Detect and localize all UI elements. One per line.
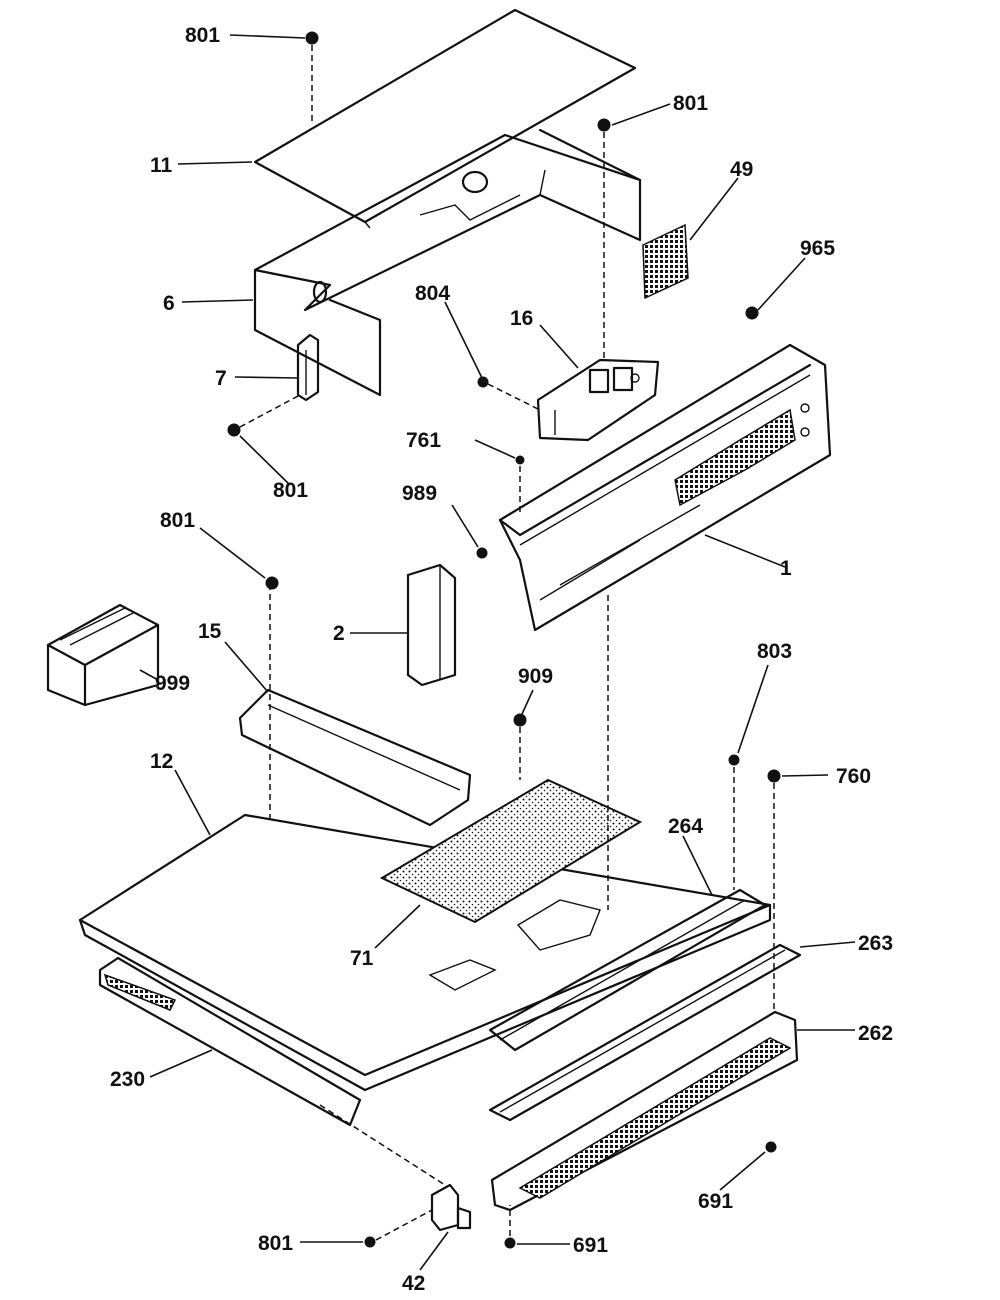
callout-42: 42 bbox=[402, 1272, 425, 1295]
callout-691-right: 691 bbox=[698, 1190, 733, 1213]
callout-2: 2 bbox=[333, 622, 345, 645]
callout-1: 1 bbox=[780, 557, 792, 580]
callout-803: 803 bbox=[757, 640, 792, 663]
callout-801-upper-right: 801 bbox=[673, 92, 708, 115]
screw-761 bbox=[515, 455, 525, 465]
base-tray-part-12 bbox=[78, 585, 772, 1092]
callout-6: 6 bbox=[163, 292, 175, 315]
callout-989: 989 bbox=[402, 482, 437, 505]
screw-965 bbox=[745, 306, 759, 320]
screw-803 bbox=[728, 754, 740, 766]
control-panel-part-1 bbox=[498, 343, 832, 632]
callout-263: 263 bbox=[858, 932, 893, 955]
small-bracket-part-42 bbox=[430, 1183, 472, 1232]
side-trim-part-2 bbox=[406, 563, 457, 687]
control-block-part-16 bbox=[536, 358, 660, 442]
vent-grille-part-49 bbox=[642, 223, 689, 300]
box-part-999 bbox=[46, 603, 160, 707]
callout-801-left: 801 bbox=[160, 509, 195, 532]
screw-691-bottom bbox=[504, 1237, 516, 1249]
callout-15: 15 bbox=[198, 620, 222, 643]
screw-801-left bbox=[265, 576, 279, 590]
callout-7: 7 bbox=[215, 367, 227, 390]
screw-801-upper-right bbox=[597, 118, 611, 132]
callout-230: 230 bbox=[110, 1068, 145, 1091]
screw-804 bbox=[477, 376, 489, 388]
top-cover-panel-part-11 bbox=[253, 8, 637, 229]
screw-909 bbox=[513, 713, 527, 727]
stippled-pad-part-71 bbox=[379, 778, 643, 924]
callout-801-top: 801 bbox=[185, 24, 220, 47]
callout-909: 909 bbox=[518, 665, 553, 688]
front-rail-part-264 bbox=[488, 888, 767, 1052]
trim-strip-part-263 bbox=[488, 943, 802, 1122]
screw-801-bottom bbox=[364, 1236, 376, 1248]
screw-801-top bbox=[305, 31, 319, 45]
callout-804: 804 bbox=[415, 282, 450, 305]
kick-panel-part-262 bbox=[490, 1010, 799, 1212]
callout-49: 49 bbox=[730, 158, 753, 181]
callout-71: 71 bbox=[350, 947, 374, 970]
callout-801-bottom: 801 bbox=[258, 1232, 293, 1255]
screw-691-right bbox=[765, 1141, 777, 1153]
screw-989 bbox=[476, 547, 488, 559]
callout-801-left-mid: 801 bbox=[273, 479, 308, 502]
callout-691-bottom: 691 bbox=[573, 1234, 608, 1257]
callout-999: 999 bbox=[155, 672, 190, 695]
callout-16: 16 bbox=[510, 307, 533, 330]
callout-labels: 801 11 801 49 965 6 804 16 7 761 801 989… bbox=[110, 24, 893, 1295]
screw-801-left-mid bbox=[227, 423, 241, 437]
callout-264: 264 bbox=[668, 815, 703, 838]
callout-760: 760 bbox=[836, 765, 871, 788]
callout-262: 262 bbox=[858, 1022, 893, 1045]
callout-11: 11 bbox=[150, 154, 173, 177]
bracket-part-7 bbox=[296, 333, 320, 402]
fasteners bbox=[227, 31, 781, 1249]
callout-761: 761 bbox=[406, 429, 441, 452]
screw-760 bbox=[767, 769, 781, 783]
lower-vent-strip-part-230 bbox=[98, 956, 362, 1127]
rear-housing-part-6 bbox=[253, 128, 642, 397]
callout-12: 12 bbox=[150, 750, 173, 773]
callout-965: 965 bbox=[800, 237, 835, 260]
channel-part-15 bbox=[238, 688, 472, 827]
leader-lines bbox=[139, 34, 856, 1271]
